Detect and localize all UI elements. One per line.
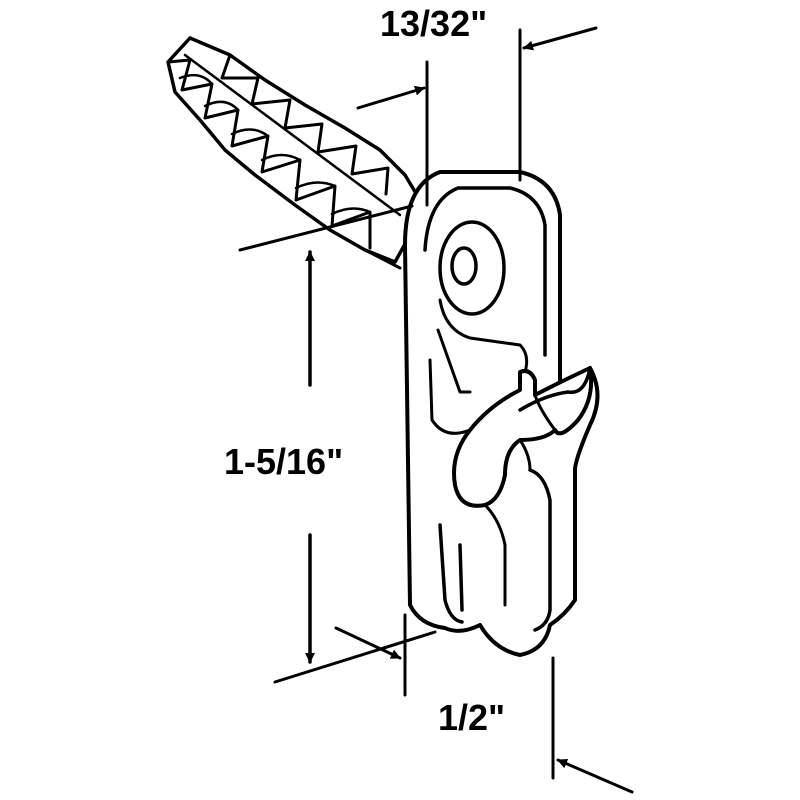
- dimension-label-height: 1-5/16": [224, 441, 343, 482]
- extension-line-bottom: [273, 630, 437, 684]
- dimension-top-width: 13/32": [356, 3, 598, 207]
- dimension-label-top-width: 13/32": [380, 3, 487, 44]
- arrow-right-icon: [522, 26, 598, 51]
- arrow-left-icon: [556, 758, 634, 794]
- extension-line-top: [238, 204, 414, 252]
- hanger-plate: [403, 170, 600, 657]
- arrow-left-icon: [356, 85, 426, 110]
- screw-anchor: [166, 36, 422, 270]
- arrow-right-icon: [334, 626, 402, 660]
- dimension-label-bottom-width: 1/2": [438, 697, 505, 738]
- dimension-bottom-width: 1/2": [334, 613, 634, 794]
- dimension-height: 1-5/16": [224, 204, 437, 684]
